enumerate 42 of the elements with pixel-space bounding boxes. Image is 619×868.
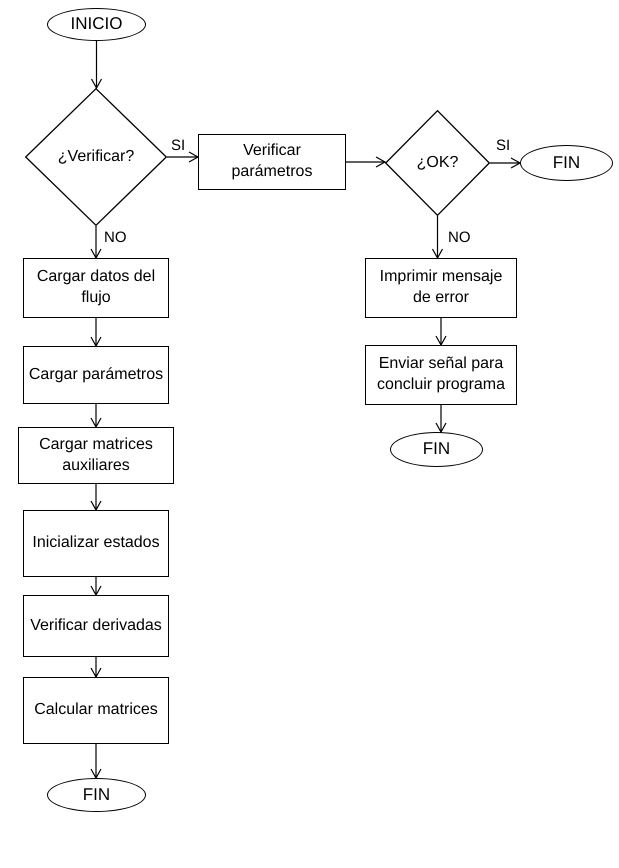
- process-box: [23, 258, 169, 318]
- arrow: [90, 404, 102, 428]
- arrow: [435, 318, 447, 346]
- process-box: [23, 346, 169, 404]
- node-text: Verificar parámetros: [230, 141, 314, 182]
- process-box: [198, 134, 346, 190]
- node-text: Verificar derivadas: [30, 616, 162, 636]
- arrow: [90, 484, 102, 511]
- edge-label: NO: [448, 230, 470, 245]
- arrow: [90, 41, 102, 89]
- arrow: [490, 157, 521, 169]
- process-box: [23, 595, 169, 657]
- process-box: [365, 258, 517, 318]
- process-box: [23, 510, 169, 577]
- arrow: [167, 151, 199, 163]
- node-text: Cargar matrices auxiliares: [38, 434, 154, 476]
- arrow: [90, 226, 102, 259]
- node-text: INICIO: [70, 13, 122, 36]
- node-text: ¿OK?: [416, 152, 458, 173]
- arrow: [90, 744, 102, 779]
- node-text: Enviar señal para concluir programa: [376, 354, 506, 395]
- edge-label: NO: [104, 230, 126, 245]
- node-text: Cargar datos del flujo: [36, 267, 156, 308]
- process-box: [365, 345, 517, 405]
- arrow: [90, 577, 102, 596]
- node-text: Inicializar estados: [32, 533, 160, 554]
- node-text: Cargar parámetros: [28, 364, 164, 385]
- edge-label: SI: [496, 138, 510, 153]
- node-text: FIN: [82, 784, 110, 806]
- arrow: [346, 156, 386, 168]
- node-text: Calcular matrices: [34, 700, 158, 720]
- arrow: [432, 216, 444, 259]
- edge-label: SI: [171, 138, 186, 153]
- node-text: ¿Verificar?: [58, 146, 134, 167]
- node-text: Imprimir mensaje de error: [378, 267, 504, 308]
- node-text: FIN: [422, 438, 450, 460]
- arrow: [435, 405, 447, 433]
- process-box: [18, 427, 174, 484]
- arrow: [90, 657, 102, 678]
- node-text: FIN: [552, 152, 580, 174]
- process-box: [23, 677, 169, 744]
- arrow: [90, 318, 102, 347]
